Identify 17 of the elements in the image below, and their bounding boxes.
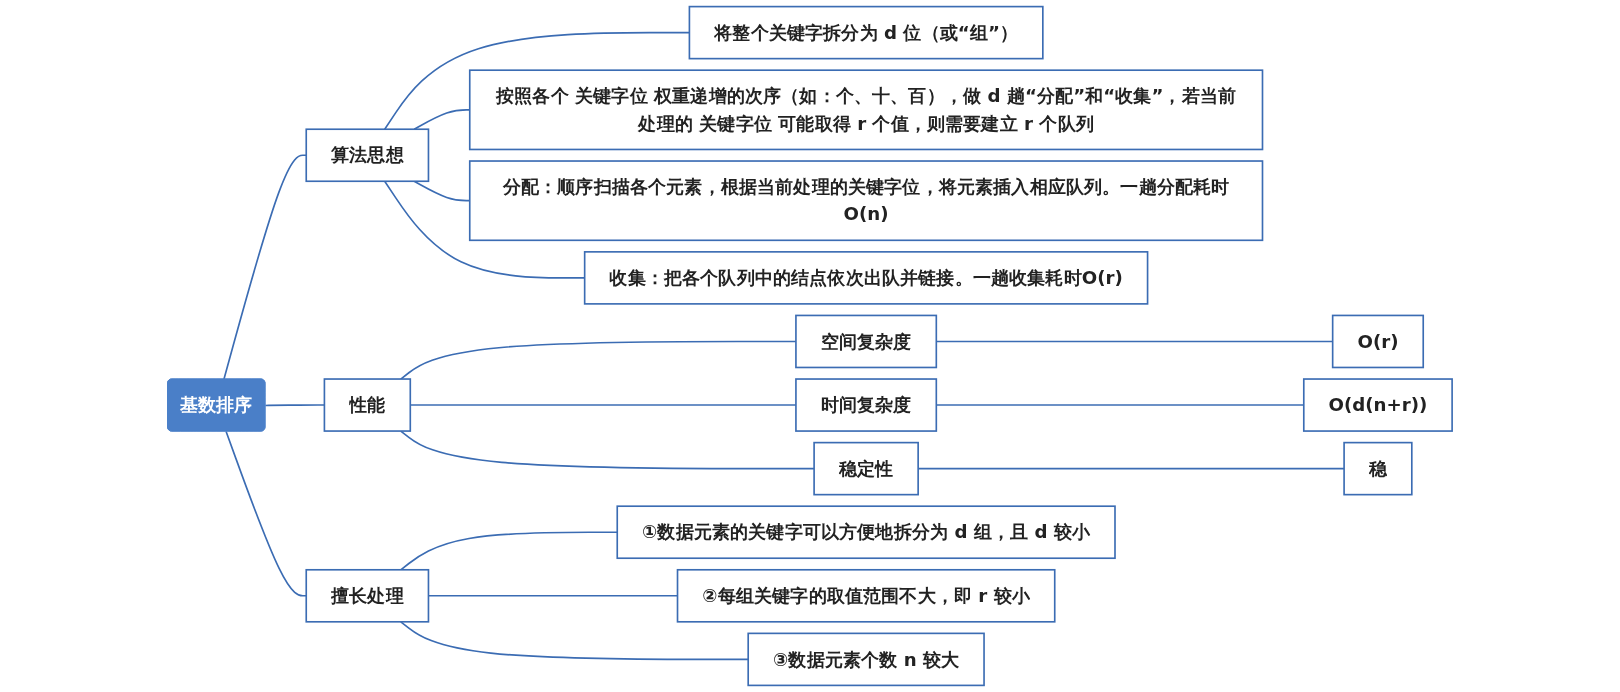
node-box: 稳 (1343, 441, 1413, 496)
node-box: 擅长处理 (305, 568, 430, 623)
node-box: 空间复杂度 (795, 314, 938, 369)
node-box: ③数据元素个数 n 较大 (747, 632, 986, 687)
node-box: 将整个关键字拆分为 d 位（或“组”） (688, 5, 1044, 60)
node-box: 按照各个 关键字位 权重递增的次序（如：个、十、百），做 d 趟“分配”和“收集”，若当前处理的 关键字位 可能取得 r 个值，则需要建立 r 个队列 (469, 69, 1264, 151)
connector (400, 340, 797, 380)
node-box: ②每组关键字的取值范围不大，即 r 较小 (676, 568, 1056, 623)
node-box: 时间复杂度 (795, 378, 938, 432)
node-box: O(r) (1332, 314, 1425, 369)
node-box: 分配：顺序扫描各个元素，根据当前处理的关键字位，将元素插入相应队列。一趟分配耗时O(n) (469, 160, 1264, 242)
node-box: O(d(n+r)) (1303, 378, 1454, 432)
node-box: ①数据元素的关键字可以方便地拆分为 d 组，且 d 较小 (616, 505, 1116, 560)
node-box: 性能 (323, 378, 412, 432)
node-box: 稳定性 (813, 441, 920, 496)
node-box: 收集：把各个队列中的结点依次出队并链接。一趟收集耗时O(r) (584, 251, 1149, 305)
node-box: 算法思想 (305, 128, 430, 183)
